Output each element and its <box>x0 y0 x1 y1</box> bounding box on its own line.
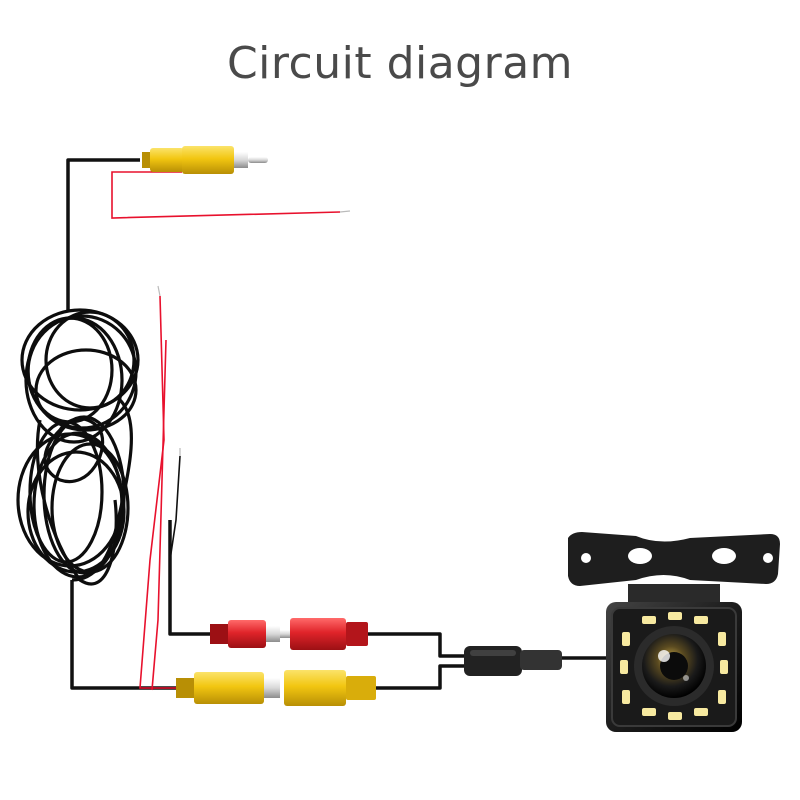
coiled-cable <box>16 308 140 586</box>
cable-splitter <box>464 646 562 676</box>
mount-bracket <box>568 532 780 586</box>
ground-wire <box>169 455 181 561</box>
reversing-camera <box>568 532 780 732</box>
page-title: Circuit diagram <box>226 38 574 89</box>
power-wire <box>111 171 341 691</box>
rca-plug-top <box>142 146 268 174</box>
led-ring <box>620 612 728 720</box>
rca-red-male <box>210 620 292 648</box>
video-cable <box>66 158 215 690</box>
wire-tips <box>157 210 351 456</box>
rca-yellow-female <box>284 670 376 706</box>
rca-yellow-male <box>176 672 280 704</box>
rca-red-female <box>290 618 368 650</box>
